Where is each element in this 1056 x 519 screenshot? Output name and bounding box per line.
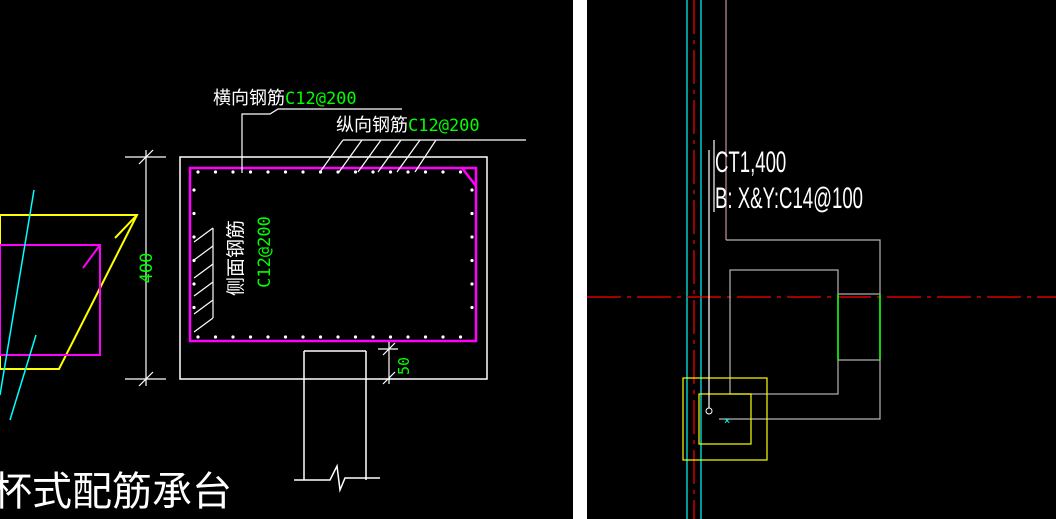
transverse-callout: 横向钢筋C12@200 <box>213 88 357 109</box>
longitudinal-callout: 纵向钢筋C12@200 <box>336 115 480 136</box>
column-outline <box>837 293 881 361</box>
rebar-dot <box>196 335 200 339</box>
right-rebar-dots <box>470 188 474 310</box>
leader-anchor <box>705 407 713 415</box>
iso-cyan-line-1 <box>0 189 35 396</box>
transverse-leader <box>241 108 402 173</box>
rebar-dot <box>470 282 474 286</box>
tag-line-2: B: X&Y:C14@100 <box>715 182 863 216</box>
cap-inner-outline <box>729 269 839 395</box>
left-rebar-dots <box>192 188 196 310</box>
rebar-dot <box>371 170 375 174</box>
longitudinal-label: 纵向钢筋 <box>336 115 408 136</box>
rebar-dot <box>192 188 196 192</box>
tag-line-1: CT1,400 <box>715 146 786 180</box>
iso-magenta-chamfer <box>82 244 101 269</box>
rebar-dot <box>301 335 305 339</box>
rebar-dot <box>423 170 428 174</box>
rebar-dot <box>353 170 358 174</box>
left-drawing-panel: 400 50 横向钢筋C12@200 纵向钢筋C12@200 <box>0 0 573 519</box>
rebar-dot <box>423 335 428 339</box>
caption-title: 杯式配筋承台 <box>0 469 232 515</box>
dim-50-text: 50 <box>395 357 413 375</box>
rebar-dot <box>192 211 196 216</box>
column-stub <box>294 350 380 493</box>
rebar-dot <box>213 335 218 339</box>
plan-drawing: × CT1,400 B: X&Y:C14@100 <box>587 0 1056 519</box>
rebar-hook <box>461 167 477 187</box>
rebar-dot <box>301 170 305 174</box>
rebar-dot <box>458 335 463 339</box>
iso-yellow-chamfer <box>114 214 138 239</box>
rebar-dot <box>192 305 196 310</box>
rebar-dot <box>318 335 323 339</box>
cap-outer-outline <box>719 239 881 420</box>
rebar-dot <box>248 335 253 339</box>
rebar-dot <box>192 282 196 286</box>
longitudinal-leader <box>319 139 526 173</box>
dimension-400 <box>125 149 166 387</box>
pile-cap-yellow-outer <box>682 377 768 461</box>
rebar-dot <box>213 170 218 174</box>
iso-cyan-line-2 <box>9 334 37 421</box>
rebar-dot <box>406 335 410 339</box>
cap-outline <box>179 156 488 380</box>
pile-cap-yellow-inner <box>698 393 752 445</box>
rebar-dot <box>192 235 196 239</box>
rebar-dot <box>470 211 474 216</box>
transverse-spec: C12@200 <box>285 89 357 109</box>
dim-400-text: 400 <box>137 253 157 284</box>
rebar-dot <box>388 170 393 174</box>
rebar-dot <box>406 170 410 174</box>
rebar-dot <box>458 170 463 174</box>
right-drawing-panel: × CT1,400 B: X&Y:C14@100 <box>587 0 1056 519</box>
rebar-dot <box>231 170 235 174</box>
iso-outline-yellow <box>0 214 139 370</box>
rebar-dot <box>470 258 474 263</box>
rebar-dot <box>470 235 474 239</box>
rebar-dot <box>283 170 288 174</box>
break-line <box>294 463 380 493</box>
rebar-cage <box>188 166 478 343</box>
rebar-dot <box>441 170 445 174</box>
rebar-dot <box>248 170 253 174</box>
bottom-rebar-dots <box>196 335 463 339</box>
rebar-dot <box>371 335 375 339</box>
rebar-dot <box>336 335 340 339</box>
rebar-dot <box>336 170 340 174</box>
section-drawing: 400 50 横向钢筋C12@200 纵向钢筋C12@200 <box>0 88 526 515</box>
rebar-dot <box>283 335 288 339</box>
rebar-dot <box>231 335 235 339</box>
iso-rebar-magenta <box>0 244 101 356</box>
side-leader <box>193 227 214 333</box>
rebar-dot <box>266 170 270 174</box>
isometric-cap-view <box>0 189 139 421</box>
rebar-dot <box>266 335 270 339</box>
pile-center-mark: × <box>724 414 731 427</box>
transverse-label: 横向钢筋 <box>213 88 285 109</box>
side-spec: C12@200 <box>255 216 275 288</box>
longitudinal-spec: C12@200 <box>408 116 480 136</box>
rebar-dot <box>470 188 474 192</box>
top-rebar-dots <box>196 170 463 174</box>
rebar-dot <box>441 335 445 339</box>
side-label: 侧面钢筋 <box>225 220 247 296</box>
rebar-dot <box>196 170 200 174</box>
rebar-dot <box>353 335 358 339</box>
rebar-dot <box>470 305 474 310</box>
dimension-50 <box>378 342 398 385</box>
rebar-dot <box>388 335 393 339</box>
cap-section <box>179 156 488 380</box>
